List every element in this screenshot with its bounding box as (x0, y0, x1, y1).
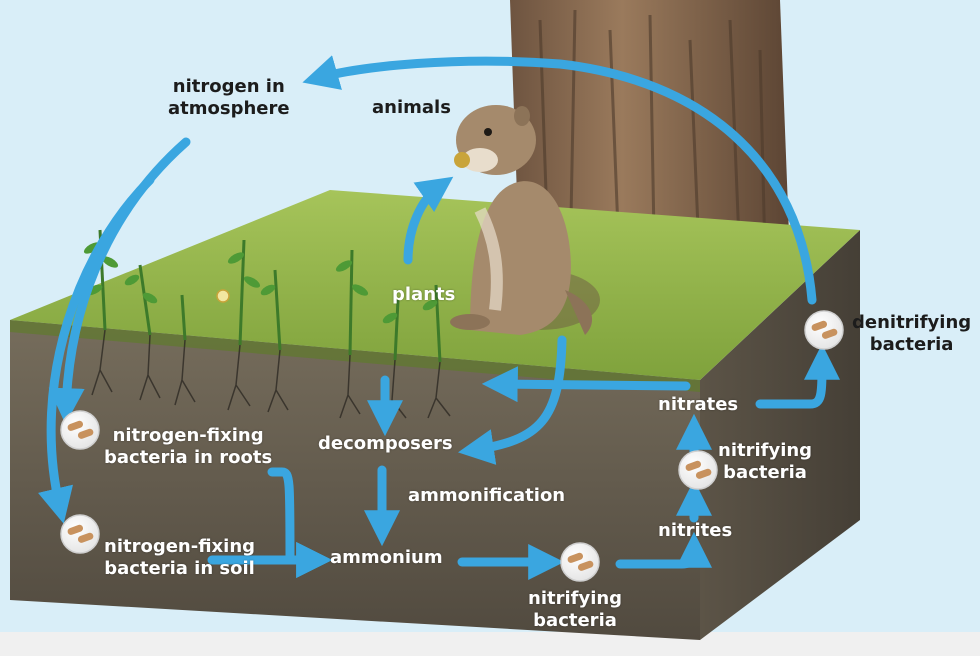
label-line: denitrifying (852, 312, 971, 334)
flower (217, 290, 229, 302)
label-line: bacteria (852, 334, 971, 356)
label-line: bacteria (528, 610, 622, 632)
label-line: nitrogen in (168, 76, 290, 98)
label-line: nitrogen-fixing (104, 536, 255, 558)
label-animals: animals (372, 97, 451, 119)
label-nitrites: nitrites (658, 520, 732, 542)
label-line: nitrifying (718, 440, 812, 462)
label-fixing-bacteria-soil: nitrogen-fixing bacteria in soil (104, 536, 255, 580)
label-ammonification: ammonification (408, 485, 565, 507)
label-line: bacteria in roots (104, 447, 272, 469)
floor (0, 632, 980, 656)
label-nitrates: nitrates (658, 394, 738, 416)
bacteria-icon (61, 411, 99, 449)
bacteria-icon (805, 311, 843, 349)
label-denitrifying-bacteria: denitrifying bacteria (852, 312, 971, 356)
label-decomposers: decomposers (318, 433, 453, 455)
label-nitrifying-bacteria-lower: nitrifying bacteria (528, 588, 622, 632)
label-nitrifying-bacteria-upper: nitrifying bacteria (718, 440, 812, 484)
label-line: nitrifying (528, 588, 622, 610)
label-plants: plants (392, 284, 455, 306)
bacteria-icon (561, 543, 599, 581)
label-fixing-bacteria-roots: nitrogen-fixing bacteria in roots (104, 425, 272, 469)
label-line: atmosphere (168, 98, 290, 120)
label-line: bacteria (718, 462, 812, 484)
label-ammonium: ammonium (330, 547, 443, 569)
label-line: nitrogen-fixing (104, 425, 272, 447)
label-nitrogen-in-atmosphere: nitrogen in atmosphere (168, 76, 290, 120)
bacteria-icon (679, 451, 717, 489)
label-line: bacteria in soil (104, 558, 255, 580)
bacteria-icon (61, 515, 99, 553)
